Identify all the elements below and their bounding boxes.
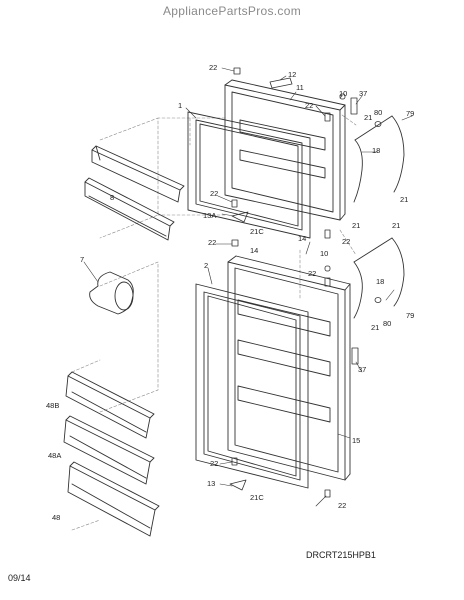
- butter-bin-cover: [89, 271, 134, 315]
- callout-label: 21: [364, 113, 372, 122]
- leader-lines: [83, 67, 413, 507]
- callout-label: 79: [406, 109, 414, 118]
- callout-label: 37: [359, 89, 367, 98]
- callout-label: 14: [250, 246, 258, 255]
- callout-label: 21: [371, 323, 379, 332]
- callout-label: 13: [207, 479, 215, 488]
- callout-label: 21: [352, 221, 360, 230]
- fresh-food-door-shelf-48b: [65, 371, 155, 439]
- callout-label: 18: [376, 277, 384, 286]
- fresh-food-door-shelf-48: [67, 461, 160, 537]
- callout-label: 21: [392, 221, 400, 230]
- callout-label: 22: [208, 238, 216, 247]
- callout-label: 22: [308, 269, 316, 278]
- callout-label: 21: [400, 195, 408, 204]
- callout-label: 15: [352, 436, 360, 445]
- callout-label: 11: [296, 83, 304, 92]
- callout-label: 37: [358, 365, 366, 374]
- callout-label: 79: [406, 311, 414, 320]
- freezer-door-shelf-lower: [84, 177, 175, 241]
- fresh-food-door-gasket: [195, 283, 309, 489]
- callout-label: 22: [209, 63, 217, 72]
- callout-label: 18: [372, 146, 380, 155]
- callout-label: 22: [210, 459, 218, 468]
- callout-label: 10: [320, 249, 328, 258]
- freezer-handle: [353, 115, 405, 203]
- callout-label: 22: [342, 237, 350, 246]
- date-code: 09/14: [8, 573, 31, 583]
- callout-label: 10: [339, 89, 347, 98]
- fresh-food-handle: [353, 237, 405, 319]
- callout-label: 48B: [46, 401, 59, 410]
- callout-label: 80: [383, 319, 391, 328]
- hinge-parts: [229, 67, 382, 498]
- freezer-door-shelf-upper: [91, 145, 185, 203]
- callout-label: 1: [178, 101, 182, 110]
- diagram-code: DRCRT215HPB1: [306, 550, 376, 560]
- fresh-food-door-shelf-48a: [63, 415, 155, 485]
- callout-label: 21C: [250, 493, 264, 502]
- callout-label: 21C: [250, 227, 264, 236]
- freezer-liner: [224, 79, 346, 221]
- callout-label: 48: [52, 513, 60, 522]
- callout-label: 8: [110, 193, 114, 202]
- callout-labels: 22 12 11 10 37 79 1 22 21 80 18 8 21 22 …: [46, 63, 414, 522]
- callout-label: 7: [80, 255, 84, 264]
- callout-label: 22: [210, 189, 218, 198]
- callout-label: 80: [374, 108, 382, 117]
- site-header: AppliancePartsPros.com: [163, 4, 301, 18]
- freezer-door-gasket: [187, 111, 311, 239]
- callout-label: 12: [288, 70, 296, 79]
- fresh-food-liner: [227, 255, 351, 481]
- callout-label: 22: [338, 501, 346, 510]
- callout-label: 13A: [203, 211, 216, 220]
- callout-label: 48A: [48, 451, 61, 460]
- callout-label: 2: [204, 261, 208, 270]
- callout-label: 14: [298, 234, 306, 243]
- callout-label: 22: [305, 101, 313, 110]
